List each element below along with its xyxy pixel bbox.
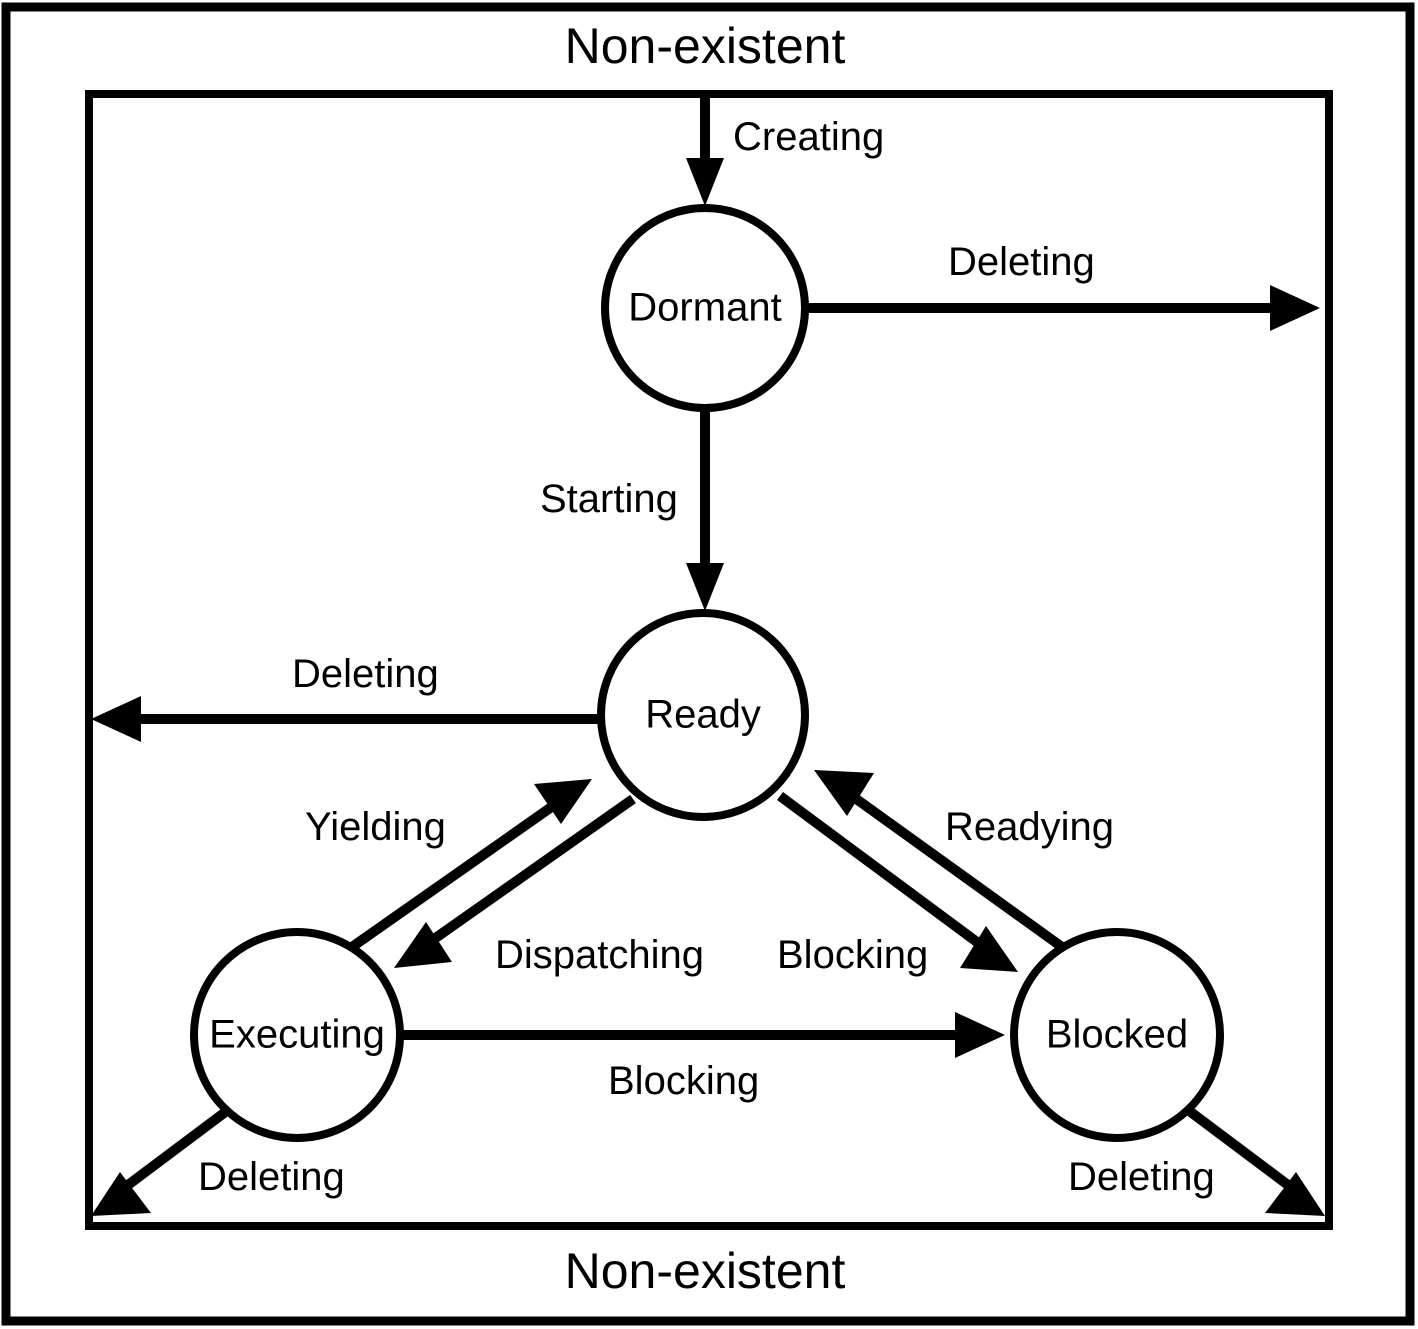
edge-dispatching-arrowhead [394, 922, 452, 968]
transition-label-starting: Starting [540, 477, 678, 521]
edge-deleting-blocked-arrowhead [1265, 1172, 1325, 1216]
edge-deleting-executing-arrowhead [91, 1172, 151, 1216]
ready-label: Ready [645, 693, 761, 737]
blocked-label: Blocked [1046, 1013, 1188, 1057]
edge-blocking-ready-arrowhead [960, 926, 1018, 972]
executing-circle[interactable] [190, 928, 404, 1142]
executing-label: Executing [209, 1013, 385, 1057]
transition-label-yielding: Yielding [305, 805, 446, 849]
edge-deleting-ready [91, 696, 601, 742]
edge-blocking-executing-arrowhead [955, 1012, 1005, 1058]
edge-deleting-dormant [807, 285, 1320, 331]
ready-circle[interactable] [597, 609, 809, 821]
edge-blocking-ready-line [777, 791, 988, 953]
state-node-dormant[interactable]: Dormant [601, 204, 809, 412]
edge-yielding-arrowhead [534, 779, 592, 824]
edge-deleting-dormant-arrowhead [1270, 285, 1320, 331]
region-label-bottom: Non-existent [565, 1243, 846, 1299]
edge-readying-line [845, 788, 1065, 952]
transition-label-deleting-blocked: Deleting [1068, 1155, 1215, 1199]
edge-creating-arrowhead [686, 158, 724, 206]
transition-label-readying: Readying [945, 805, 1114, 849]
edge-deleting-ready-arrowhead [91, 696, 141, 742]
edge-blocking-executing [401, 1012, 1005, 1058]
edge-yielding-line [349, 796, 563, 952]
edge-deleting-executing-line [125, 1106, 231, 1189]
edge-starting-arrowhead [686, 563, 724, 611]
edge-readying-arrowhead [814, 770, 874, 816]
edge-blocking-ready [777, 791, 1018, 972]
transition-label-deleting-dormant: Deleting [948, 240, 1095, 284]
transition-label-blocking-ready: Blocking [777, 933, 928, 977]
edge-deleting-blocked [1185, 1106, 1325, 1216]
transition-label-deleting-executing: Deleting [198, 1155, 345, 1199]
blocked-circle[interactable] [1010, 928, 1224, 1142]
edge-dispatching-line [424, 794, 636, 949]
edge-creating [686, 98, 724, 206]
dormant-circle[interactable] [601, 204, 809, 412]
transition-label-deleting-ready: Deleting [292, 652, 439, 696]
edge-readying [814, 770, 1065, 952]
state-node-executing[interactable]: Executing [190, 928, 404, 1142]
edge-dispatching [394, 794, 636, 968]
dormant-label: Dormant [628, 286, 781, 330]
transition-label-dispatching: Dispatching [495, 933, 704, 977]
transition-label-creating: Creating [733, 115, 884, 159]
edge-yielding [349, 779, 592, 952]
edge-deleting-executing [91, 1106, 231, 1216]
edge-deleting-blocked-line [1185, 1106, 1291, 1189]
state-node-blocked[interactable]: Blocked [1010, 928, 1224, 1142]
edge-starting [686, 409, 724, 611]
state-node-ready[interactable]: Ready [597, 609, 809, 821]
inner-frame-existent-region [85, 90, 1333, 1230]
transition-label-blocking-executing: Blocking [608, 1059, 759, 1103]
region-label-top: Non-existent [565, 18, 846, 74]
